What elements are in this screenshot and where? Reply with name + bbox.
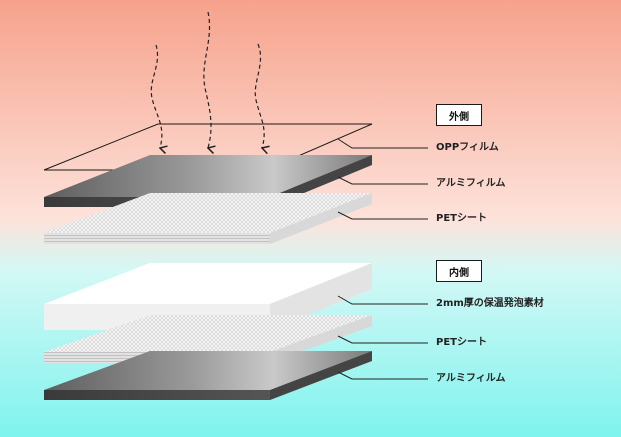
label-aluminum-film-top: アルミフィルム (436, 178, 506, 189)
leader-line-alu-top (337, 176, 428, 185)
label-foam: 2mm厚の保温発泡素材 (436, 298, 544, 309)
leader-line-opp (337, 138, 428, 149)
heat-arrow-left (150, 44, 162, 148)
inner-side-tag: 内側 (436, 260, 482, 282)
leader-line-pet-bottom (337, 335, 428, 344)
pet-sheet-top-layer (44, 193, 372, 244)
heat-arrows (150, 11, 264, 148)
heat-arrow-center (203, 11, 211, 148)
foam-layer (44, 263, 372, 330)
leader-lines (337, 138, 428, 380)
aluminum-film-bottom-layer (44, 351, 372, 400)
leader-line-alu-bottom (337, 371, 428, 380)
label-aluminum-film-bottom: アルミフィルム (436, 373, 506, 384)
outer-side-tag: 外側 (436, 104, 482, 126)
leader-line-foam (337, 295, 428, 305)
heat-arrow-right (254, 43, 264, 148)
label-pet-sheet-top: PETシート (436, 213, 487, 224)
label-opp-film: OPPフィルム (436, 142, 499, 153)
label-pet-sheet-bottom: PETシート (436, 337, 487, 348)
leader-line-pet-top (337, 211, 428, 220)
